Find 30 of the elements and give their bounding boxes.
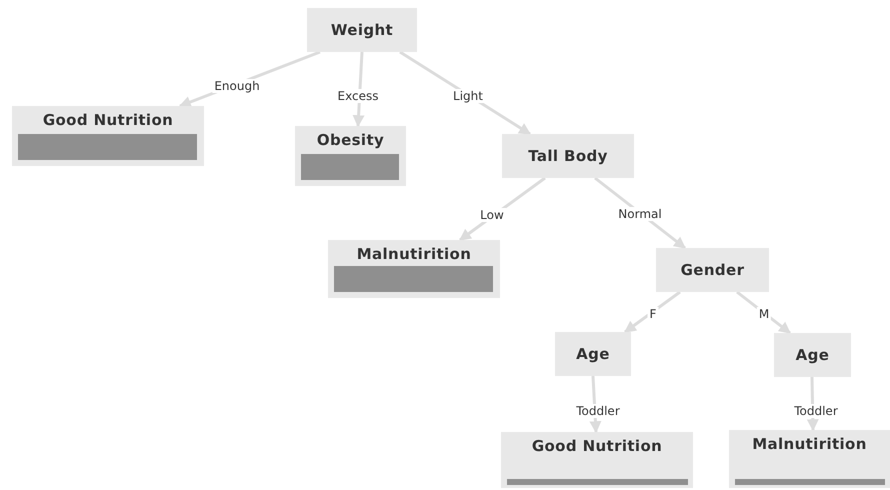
arrow: [624, 290, 681, 334]
decision-box: [656, 248, 769, 292]
edge-label: F: [648, 307, 658, 321]
edge-label: M: [756, 307, 772, 321]
node-label: Obesity: [316, 130, 384, 151]
node-label: Tall Body: [528, 146, 608, 167]
edge-label: Toddler: [574, 404, 622, 418]
leaf-box: [501, 432, 693, 488]
node-label: Weight: [330, 20, 394, 41]
node-label: Good Nutrition: [532, 436, 662, 457]
decision-box: [555, 332, 631, 376]
leaf-box: [328, 240, 500, 298]
edge-label: Light: [451, 89, 485, 103]
node-label: Good Nutrition: [42, 110, 174, 131]
node-label: Gender: [680, 260, 744, 281]
decision-box: [502, 134, 634, 178]
edge-label: Normal: [616, 207, 664, 221]
leaf-box: [12, 106, 204, 166]
node-label: Malnutirition: [356, 244, 472, 265]
decision-box: [307, 8, 417, 52]
edge-label: Excess: [336, 89, 380, 103]
edge-label: Toddler: [792, 404, 840, 418]
decision-box: [774, 333, 851, 377]
node-label: Malnutirition: [752, 434, 867, 455]
leaf-box: [729, 430, 890, 488]
edge-label: Low: [478, 208, 506, 222]
edge-label: Enough: [212, 79, 262, 93]
node-label: Age: [796, 344, 830, 366]
leaf-box: [295, 126, 406, 186]
node-label: Age: [576, 344, 610, 365]
